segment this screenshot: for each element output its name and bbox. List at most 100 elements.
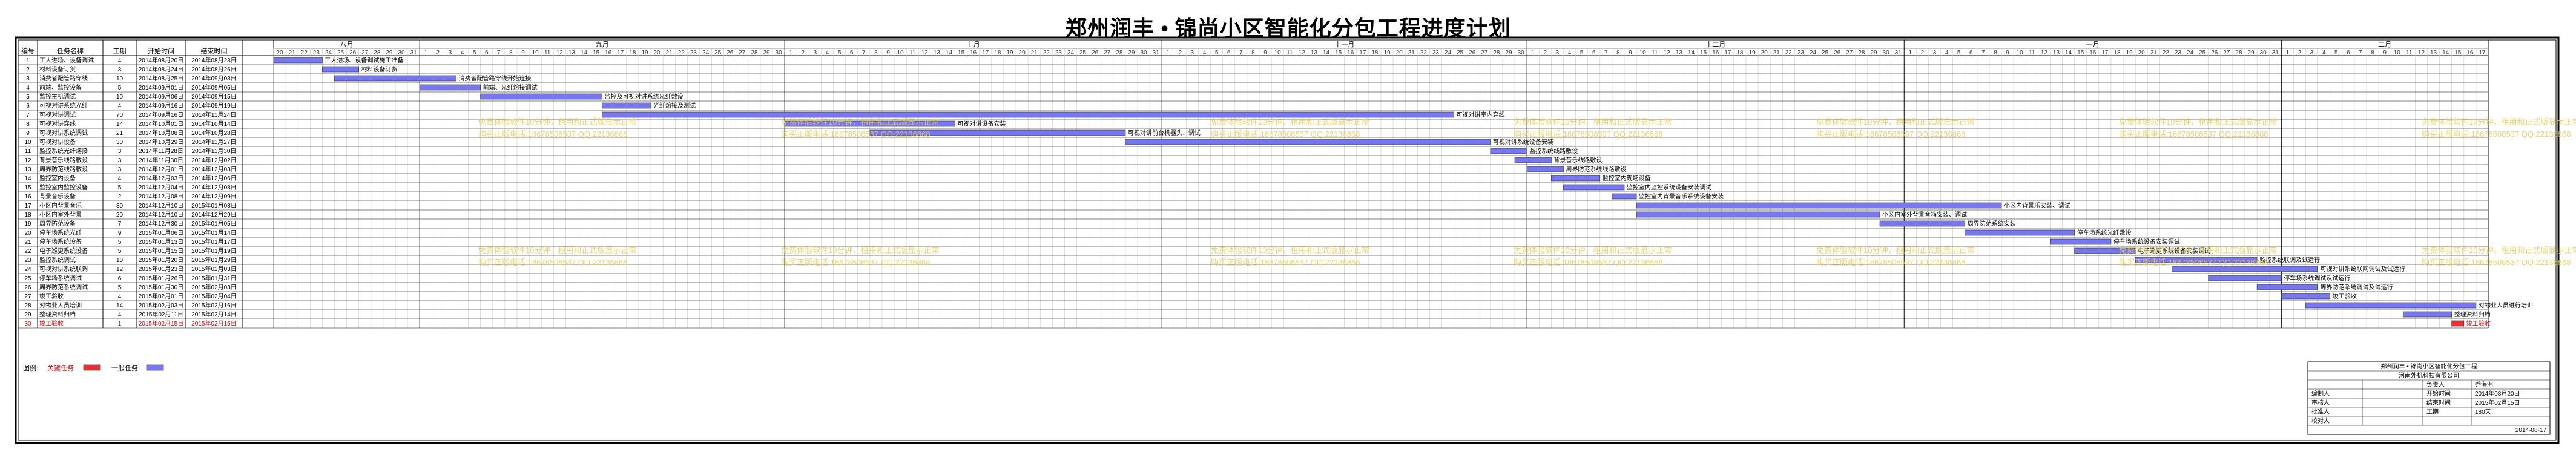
task-bar-label: 监控系统线路敷设 bbox=[1529, 147, 1578, 155]
task-bar bbox=[869, 129, 1126, 136]
task-cell-id: 5 bbox=[26, 94, 30, 100]
legend-label: 图例: bbox=[23, 364, 38, 372]
day-tick-label: 12 bbox=[2418, 50, 2425, 56]
watermark-text: 购买正版电话:18678508537 QQ:22136868 bbox=[781, 258, 930, 267]
watermark-text: 购买正版电话:18678508537 QQ:22136868 bbox=[781, 129, 930, 139]
task-bar-label: 光纤熔接及测试 bbox=[653, 102, 696, 110]
task-cell-name: 背景音乐线路敷设 bbox=[39, 156, 88, 164]
task-cell-days: 14 bbox=[116, 303, 124, 309]
task-bar-label: 对物业人员进行培训 bbox=[2479, 301, 2533, 309]
day-tick-label: 25 bbox=[1822, 50, 1829, 56]
task-bar bbox=[334, 75, 456, 82]
day-tick-label: 27 bbox=[2223, 50, 2230, 56]
day-tick-label: 10 bbox=[532, 50, 539, 56]
task-cell-name: 工人进场、设备调试 bbox=[39, 56, 94, 64]
task-cell-start: 2014年12月30日 bbox=[139, 220, 184, 227]
day-tick-label: 4 bbox=[1945, 50, 1949, 56]
task-bar bbox=[419, 84, 481, 91]
info-cell: 工期 bbox=[2426, 408, 2439, 416]
day-tick-label: 10 bbox=[1639, 50, 1647, 56]
day-tick-label: 13 bbox=[568, 50, 576, 56]
day-tick-label: 18 bbox=[1371, 50, 1379, 56]
task-cell-end: 2015年02月14日 bbox=[191, 310, 237, 318]
task-cell-days: 3 bbox=[118, 67, 122, 73]
task-bar-label: 可视对讲室内穿线 bbox=[1457, 111, 1505, 119]
watermark-text: 免费体验软件10分钟，租用和正式版显示正常 bbox=[2119, 117, 2277, 126]
task-bar-label: 工人进场、设备调试施工准备 bbox=[324, 56, 403, 64]
task-cell-days: 70 bbox=[116, 112, 124, 119]
day-tick-label: 29 bbox=[386, 50, 393, 56]
task-cell-days: 14 bbox=[116, 121, 124, 128]
watermark-text: 购买正版电话:18678508537 QQ:22136868 bbox=[1211, 258, 1360, 267]
day-tick-label: 16 bbox=[2089, 50, 2097, 56]
day-tick-label: 29 bbox=[1505, 50, 1512, 56]
task-cell-start: 2015年02月01日 bbox=[139, 292, 184, 300]
task-cell-name: 监控主机调试 bbox=[39, 93, 76, 100]
task-cell-end: 2014年08月23日 bbox=[191, 56, 237, 64]
page-title: 郑州润丰 • 锦尚小区智能化分包工程进度计划 bbox=[1065, 16, 1511, 41]
task-bar bbox=[2135, 257, 2258, 263]
day-tick-label: 12 bbox=[556, 50, 564, 56]
watermark-text: 免费体验软件10分钟，租用和正式版显示正常 bbox=[2119, 246, 2277, 255]
task-cell-id: 7 bbox=[26, 112, 30, 119]
task-bar bbox=[1563, 184, 1625, 191]
day-tick-label: 20 bbox=[1396, 50, 1403, 56]
task-cell-start: 2015年01月26日 bbox=[139, 274, 184, 282]
watermark-text: 购买正版电话:18678508537 QQ:22136868 bbox=[2422, 129, 2571, 139]
day-tick-label: 1 bbox=[789, 50, 792, 56]
task-cell-days: 2 bbox=[118, 194, 122, 200]
day-tick-label: 4 bbox=[2322, 50, 2326, 56]
day-tick-label: 1 bbox=[424, 50, 427, 56]
task-cell-name: 监控系统光纤熔接 bbox=[39, 147, 88, 155]
task-cell-days: 3 bbox=[118, 157, 122, 164]
day-tick-label: 15 bbox=[593, 50, 600, 56]
day-tick-label: 8 bbox=[2371, 50, 2374, 56]
task-cell-name: 周界防范线路敷设 bbox=[39, 165, 88, 173]
day-tick-label: 13 bbox=[934, 50, 941, 56]
task-cell-end: 2014年09月03日 bbox=[191, 74, 237, 82]
day-tick-label: 8 bbox=[509, 50, 513, 56]
month-label: 一月 bbox=[2086, 41, 2100, 48]
task-cell-end: 2015年02月03日 bbox=[191, 283, 237, 291]
day-tick-label: 14 bbox=[2442, 50, 2449, 56]
day-tick-label: 16 bbox=[2466, 50, 2474, 56]
task-cell-start: 2015年01月20日 bbox=[139, 256, 184, 264]
day-tick-label: 20 bbox=[1019, 50, 1026, 56]
day-tick-label: 13 bbox=[1311, 50, 1318, 56]
task-cell-start: 2014年08月24日 bbox=[139, 65, 184, 73]
watermark-text: 购买正版电话:18678508537 QQ:22136868 bbox=[478, 129, 627, 139]
task-cell-id: 12 bbox=[24, 157, 31, 164]
task-cell-days: 3 bbox=[118, 148, 122, 155]
task-bar bbox=[1636, 211, 1880, 218]
task-cell-id: 20 bbox=[24, 230, 31, 237]
task-cell-days: 1 bbox=[118, 321, 122, 327]
task-bar-label: 可视对讲前台机器头、调试 bbox=[1128, 129, 1201, 137]
day-tick-label: 24 bbox=[2187, 50, 2194, 56]
watermark-text: 免费体验软件10分钟，租用和正式版显示正常 bbox=[1211, 117, 1369, 126]
task-bar-label: 周界防范系统调试及试运行 bbox=[2321, 283, 2393, 291]
task-cell-end: 2014年11月24日 bbox=[192, 111, 237, 119]
day-tick-label: 11 bbox=[1286, 50, 1293, 56]
task-bar bbox=[1526, 166, 1564, 172]
task-bar bbox=[2305, 302, 2477, 309]
task-cell-id: 26 bbox=[24, 284, 31, 291]
task-bar-label: 周界防范系统安装 bbox=[1968, 220, 2016, 227]
task-cell-id: 30 bbox=[24, 321, 31, 327]
day-tick-label: 22 bbox=[1043, 50, 1050, 56]
task-cell-id: 9 bbox=[26, 130, 30, 137]
task-cell-name: 小区内室外背景 bbox=[39, 211, 82, 218]
task-cell-name: 整理资料归档 bbox=[39, 310, 76, 318]
task-cell-start: 2014年12月04日 bbox=[139, 183, 184, 191]
task-bar-label: 监控及可视对讲系统光纤敷设 bbox=[605, 93, 684, 100]
task-cell-id: 16 bbox=[24, 194, 31, 200]
task-cell-id: 19 bbox=[24, 221, 31, 227]
task-cell-end: 2014年11月27日 bbox=[192, 138, 237, 146]
task-bar-label: 消费者配管路穿线开始连接 bbox=[458, 74, 531, 82]
day-tick-label: 18 bbox=[2113, 50, 2121, 56]
day-tick-label: 21 bbox=[1773, 50, 1780, 56]
task-cell-start: 2014年10月29日 bbox=[139, 138, 184, 146]
task-cell-days: 4 bbox=[118, 103, 122, 110]
task-cell-name: 对物业人员培训 bbox=[39, 301, 82, 309]
task-bar-label: 监控系统联调及试运行 bbox=[2259, 256, 2320, 264]
info-cell: 乔海洲 bbox=[2475, 381, 2493, 388]
